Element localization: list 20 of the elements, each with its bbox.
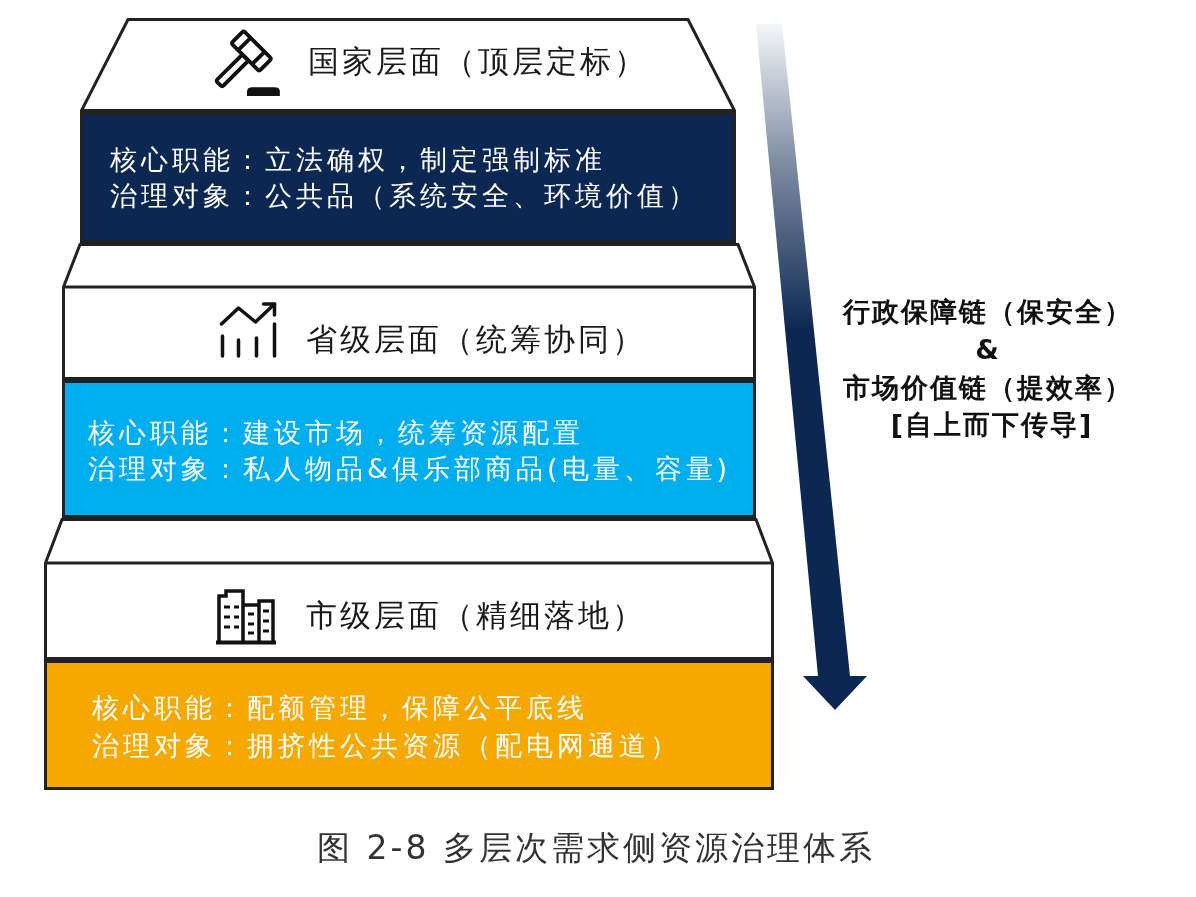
roof-panel — [80, 18, 736, 112]
tier-panel — [80, 112, 736, 243]
roof-panel — [44, 518, 774, 660]
description-text: 治理对象：拥挤性公共资源（配电网通道） — [92, 729, 681, 763]
ampersand-label: & — [975, 333, 1001, 367]
chain-label: 市场价值链（提效率） — [843, 371, 1133, 405]
tier-panel — [62, 380, 756, 518]
tier-title: 国家层面（顶层定标） — [308, 43, 648, 81]
chain-label: 行政保障链（保安全） — [843, 295, 1133, 329]
description-text: 治理对象：私人物品&俱乐部商品(电量、容量) — [88, 452, 732, 486]
roof-panel — [62, 243, 756, 380]
description-text: 核心职能：建设市场，统筹资源配置 — [88, 416, 584, 450]
description-text: 核心职能：立法确权，制定强制标准 — [110, 143, 606, 177]
tier-title: 省级层面（统筹协同） — [306, 321, 646, 359]
description-text: 核心职能：配额管理，保障公平底线 — [92, 691, 588, 725]
tier-title: 市级层面（精细落地） — [306, 597, 646, 635]
description-text: 治理对象：公共品（系统安全、环境价值） — [110, 179, 699, 213]
direction-note: [自上而下传导] — [890, 408, 1094, 442]
figure-caption: 图 2-8 多层次需求侧资源治理体系 — [317, 828, 875, 868]
tier-panel — [44, 660, 774, 790]
